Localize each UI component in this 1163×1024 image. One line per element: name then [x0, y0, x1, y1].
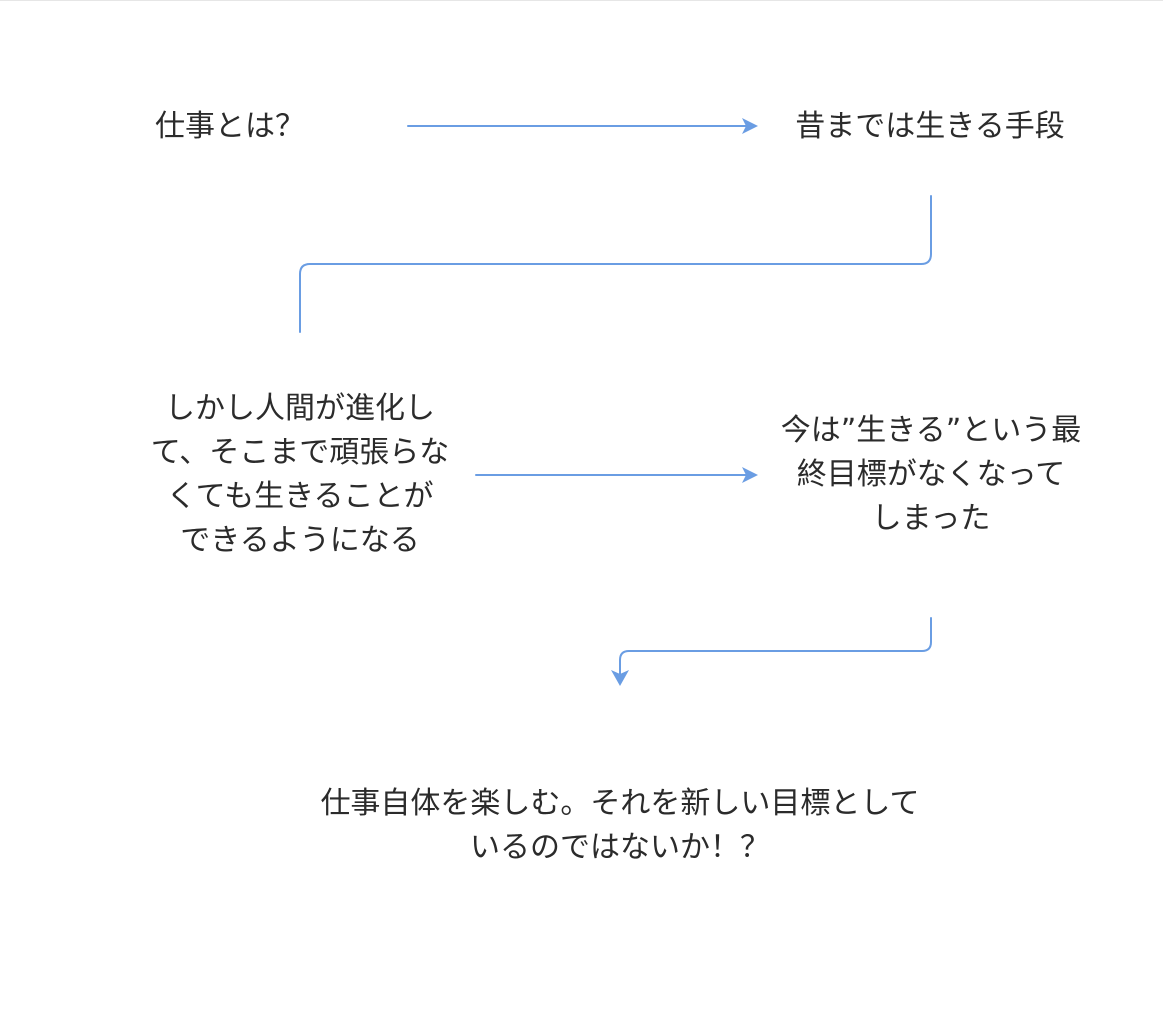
arrowhead-right-icon	[742, 467, 758, 483]
node-text-line: 仕事自体を楽しむ。それを新しい目標として	[320, 786, 920, 821]
node-enjoy-work: 仕事自体を楽しむ。それを新しい目標として いるのではないか！？	[270, 782, 970, 870]
node-what-is-work: 仕事とは？	[130, 105, 330, 149]
arrowhead-right-icon	[742, 118, 758, 134]
node-goal-lost: 今は”生きる”という最 終目標がなくなって しまった	[752, 409, 1110, 541]
node-text-line: 仕事とは？	[155, 109, 305, 144]
node-text-line: て、そこまで頑張らな	[150, 435, 450, 470]
node-text-line: しまった	[871, 501, 991, 536]
node-text-line: 昔までは生きる手段	[795, 109, 1065, 144]
node-text-line: くても生きることが	[166, 479, 434, 514]
node-text-line: 今は”生きる”という最	[780, 413, 1082, 448]
node-means-of-living: 昔までは生きる手段	[760, 105, 1100, 149]
node-text-line: いるのではないか！？	[470, 830, 770, 865]
edge-goal-lost-to-enjoy-work	[611, 617, 932, 686]
edge-humans-evolved-to-goal-lost	[475, 467, 758, 483]
edge-what-is-work-to-means-of-living	[407, 118, 758, 134]
top-border	[0, 0, 1163, 1]
node-humans-evolved: しかし人間が進化し て、そこまで頑張らな くても生きることが できるようになる	[120, 387, 480, 563]
node-text-line: 終目標がなくなって	[796, 457, 1066, 492]
arrowhead-down-icon	[611, 670, 629, 686]
node-text-line: できるようになる	[180, 523, 420, 558]
node-text-line: しかし人間が進化し	[165, 391, 435, 426]
edge-means-of-living-to-humans-evolved	[299, 195, 932, 333]
